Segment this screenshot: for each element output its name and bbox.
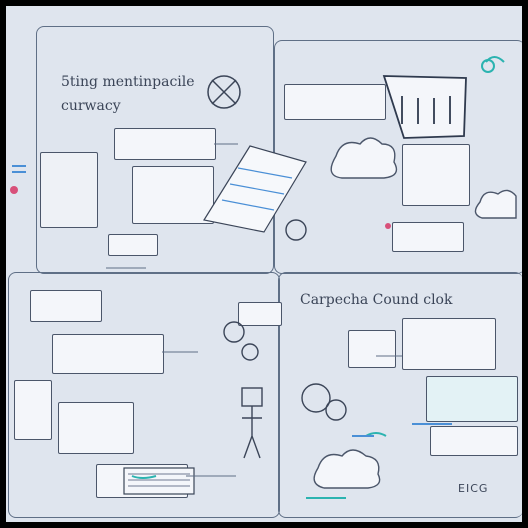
card-top-right-stack [402, 144, 470, 206]
document-sheet [203, 145, 307, 233]
bottom-right-heading: Carpecha Cound clok [300, 292, 453, 308]
card-bl-right [238, 302, 282, 326]
bottom-right-footer: EICG [458, 482, 489, 495]
card-br-lower [430, 426, 518, 456]
top-left-heading-line1: 5ting mentinpacile [61, 74, 195, 90]
card-bl-lower [58, 402, 134, 454]
card-bl-header [30, 290, 102, 322]
card-br-window [402, 318, 496, 370]
card-top-right-bottom [392, 222, 464, 252]
card-bl-table [52, 334, 164, 374]
connector-lines [106, 143, 402, 477]
card-bl-box [14, 380, 52, 440]
panel-bottom-left [8, 272, 280, 518]
accent-marks [131, 56, 505, 499]
card-grid-top-left [40, 152, 98, 228]
accent-dots [10, 186, 391, 229]
gear-icon [223, 219, 347, 421]
card-text-block-1 [114, 128, 216, 160]
document-icon [382, 75, 467, 139]
card-small-label [108, 234, 158, 256]
card-text-block-2 [132, 166, 214, 224]
robot-icon [241, 387, 263, 459]
panel-top-left [36, 26, 274, 274]
cloud-icon [313, 137, 517, 489]
card-br-strip [426, 376, 518, 422]
sketch-drawings [10, 56, 517, 499]
compass-icon [207, 75, 241, 109]
sketch-canvas: 5ting mentinpacile curwacy Carpecha Coun… [6, 6, 522, 522]
card-top-right-banner [284, 84, 386, 120]
top-left-heading-line2: curwacy [61, 98, 121, 114]
accent-lines [12, 165, 452, 437]
database-icon [123, 467, 195, 495]
card-br-small [348, 330, 396, 368]
panel-bottom-right [278, 272, 522, 518]
